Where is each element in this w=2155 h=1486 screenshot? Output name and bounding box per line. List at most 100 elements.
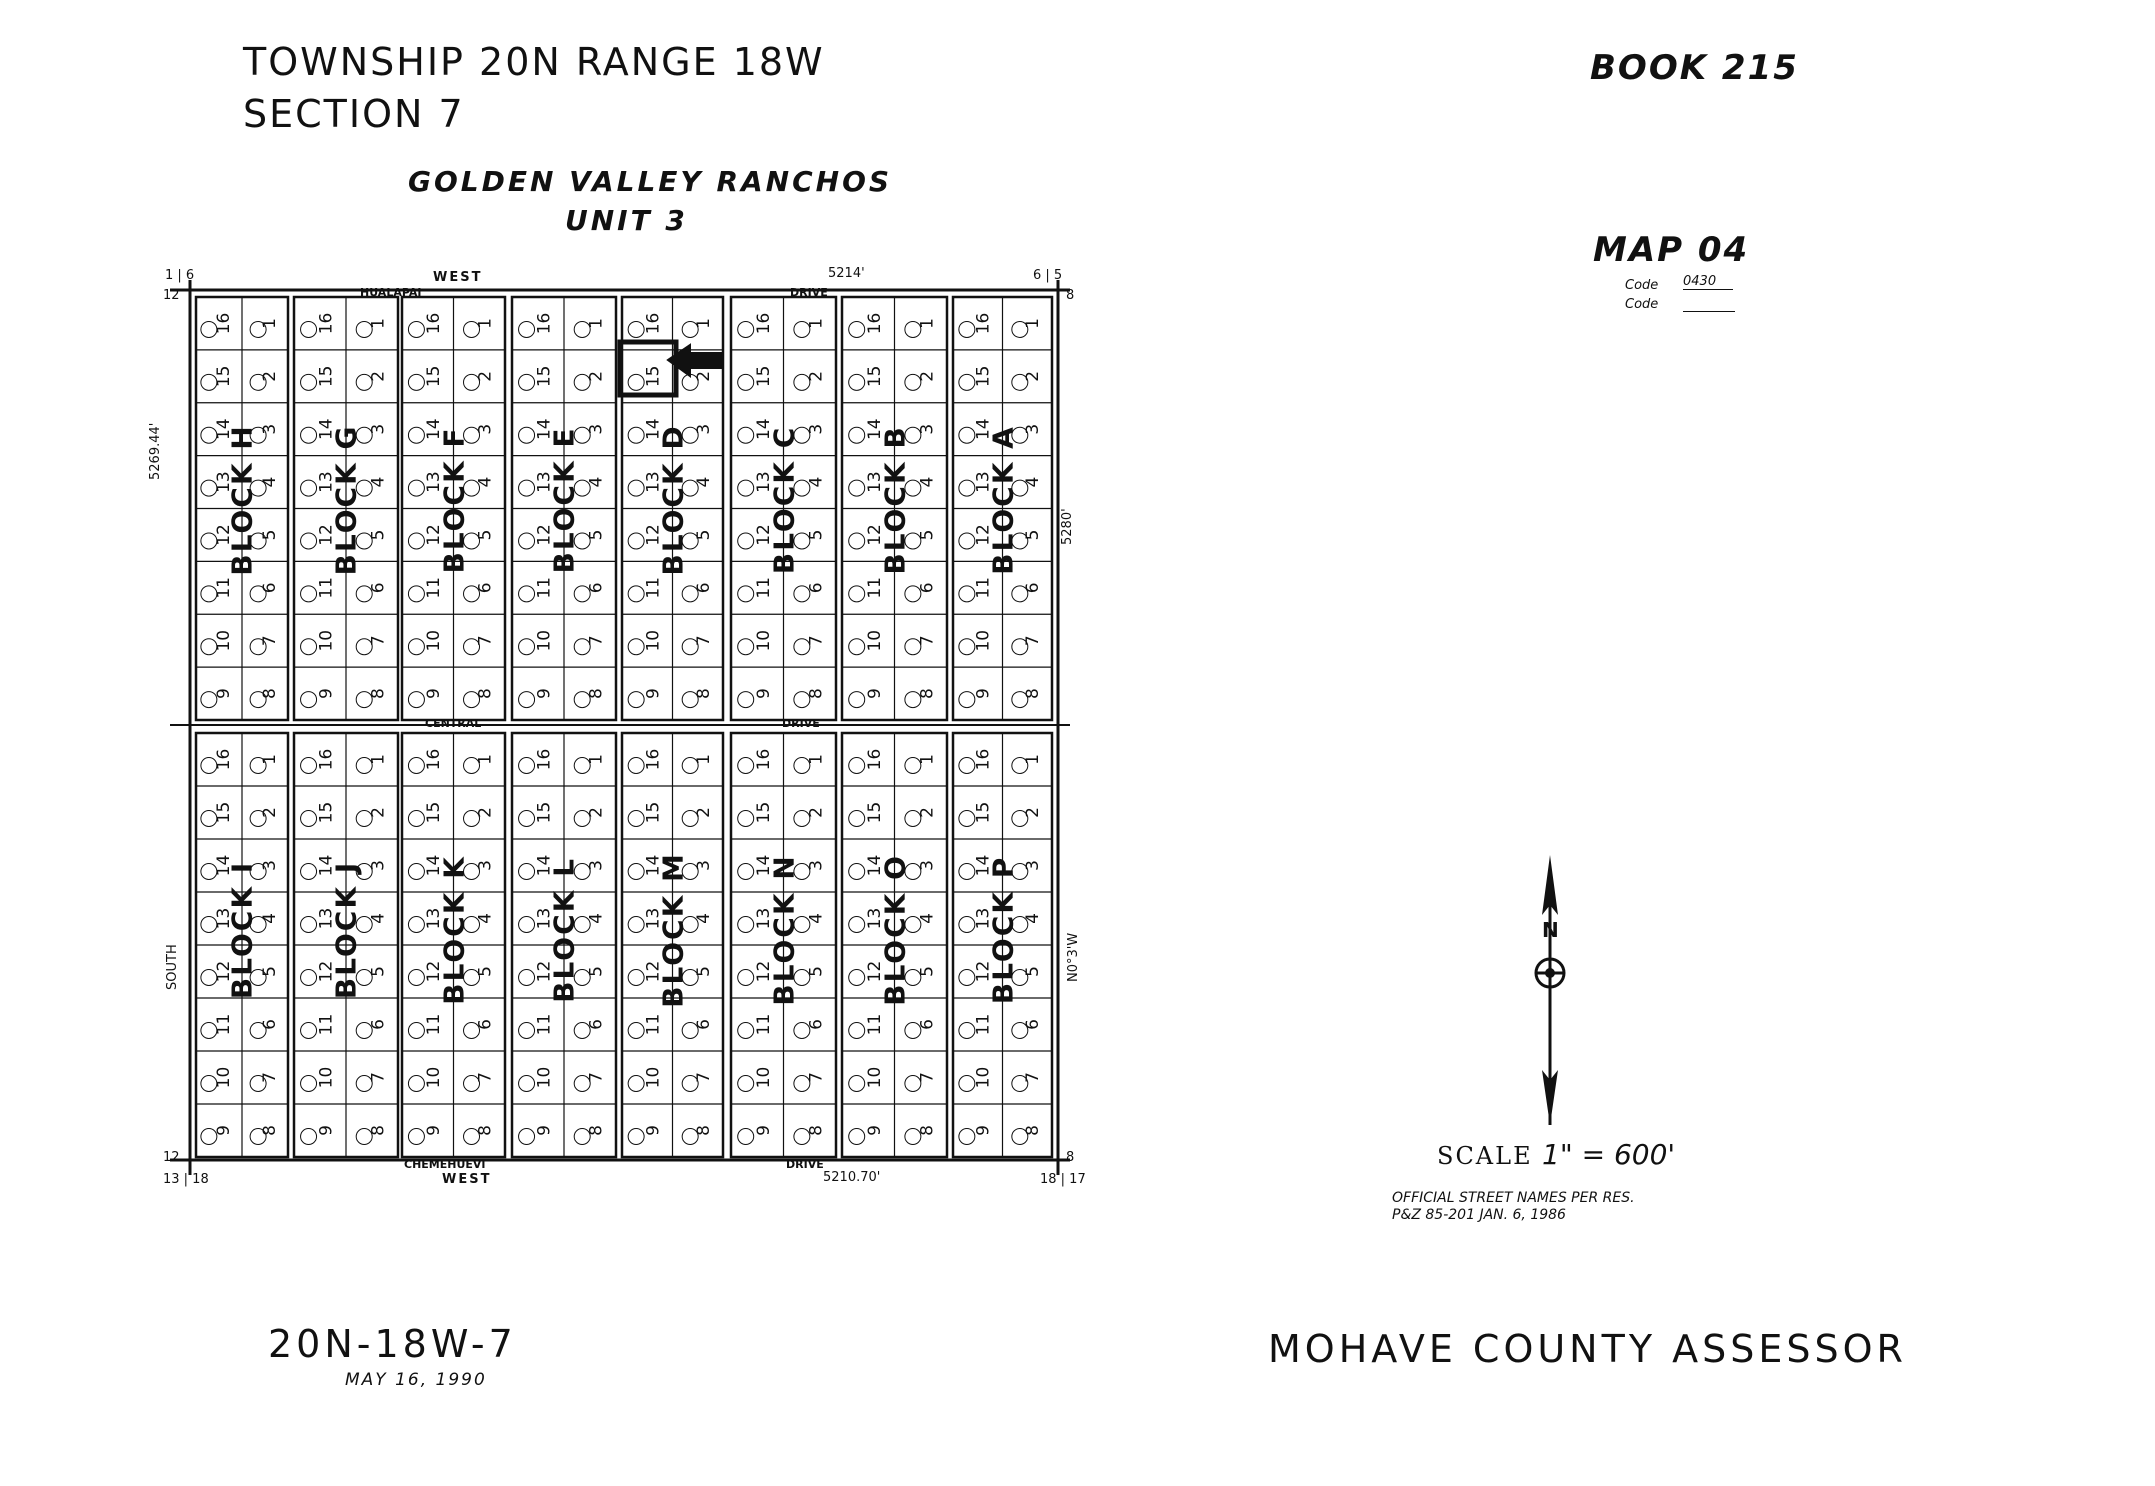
lot-number: 14 <box>974 418 994 440</box>
right-dimension: 5280' <box>1060 508 1075 545</box>
lot-number: 11 <box>316 1014 336 1036</box>
parcel-circle <box>904 426 922 444</box>
parcel-circle <box>627 757 645 774</box>
lot-number: 10 <box>643 1067 663 1089</box>
parcel-circle <box>249 426 267 444</box>
lot-number: 7 <box>586 635 606 646</box>
lot-number: 14 <box>643 855 663 877</box>
section-title: SECTION 7 <box>243 92 465 136</box>
parcel-circle <box>463 1022 481 1039</box>
lot-number: 13 <box>534 471 554 493</box>
lot-number: 10 <box>534 1067 554 1089</box>
parcel-circle <box>300 863 318 880</box>
parcel-circle <box>848 863 866 880</box>
lot-number: 11 <box>424 577 444 599</box>
mid-street-central: CENTRAL <box>425 717 482 730</box>
lot-number: 16 <box>214 749 234 771</box>
parcel-circle <box>848 532 866 550</box>
parcel-circle <box>848 916 866 933</box>
lot-number: 1 <box>806 754 826 765</box>
lot-number: 4 <box>586 913 606 924</box>
parcel-circle <box>793 426 811 444</box>
lot-number: 3 <box>806 860 826 871</box>
parcel-circle <box>200 585 218 603</box>
parcel-circle <box>958 691 976 709</box>
top-street-west: WEST <box>433 270 483 285</box>
lot-number: 7 <box>694 635 714 646</box>
parcel-circle <box>518 1128 536 1145</box>
parcel-circle <box>518 757 536 774</box>
lot-number: 4 <box>1023 913 1043 924</box>
parcel-circle <box>407 863 425 880</box>
lot-number: 14 <box>865 855 885 877</box>
lot-number: 16 <box>424 749 444 771</box>
lot-number: 6 <box>476 1019 496 1030</box>
parcel-circle <box>1011 757 1029 774</box>
lot-number: 12 <box>865 961 885 983</box>
lot-number: 9 <box>534 1125 554 1136</box>
parcel-circle <box>200 320 218 338</box>
parcel-circle <box>904 585 922 603</box>
lot-number: 11 <box>865 577 885 599</box>
parcel-circle <box>407 691 425 709</box>
parcel-circle <box>681 810 699 827</box>
block-label: BLOCK O <box>878 854 911 1006</box>
lot-number: 10 <box>424 1067 444 1089</box>
parcel-circle <box>848 373 866 391</box>
lot-number: 3 <box>917 424 937 435</box>
parcel-circle <box>848 757 866 774</box>
parcel-circle <box>463 810 481 827</box>
parcel-circle <box>200 969 218 986</box>
parcel-circle <box>249 863 267 880</box>
parcel-circle <box>793 757 811 774</box>
lot-number: 9 <box>316 1125 336 1136</box>
lot-number: 12 <box>643 524 663 546</box>
lot-number: 4 <box>694 477 714 488</box>
lot-number: 11 <box>214 1014 234 1036</box>
block-label: BLOCK L <box>547 857 581 1003</box>
highlight-arrow-icon <box>666 343 723 378</box>
lot-number: 6 <box>1023 582 1043 593</box>
lot-number: 3 <box>368 860 388 871</box>
parcel-circle <box>681 320 699 338</box>
lot-number: 2 <box>368 807 388 818</box>
block-label: BLOCK C <box>767 425 800 575</box>
lot-number: 6 <box>1023 1019 1043 1030</box>
lot-number: 6 <box>260 582 280 593</box>
parcel-circle <box>407 757 425 774</box>
lot-number: 16 <box>754 749 774 771</box>
lot-number: 14 <box>754 418 774 440</box>
parcel-circle <box>573 373 591 391</box>
parcel-circle <box>737 1128 755 1145</box>
lot-number: 1 <box>368 754 388 765</box>
lot-number: 15 <box>316 802 336 824</box>
lot-number: 5 <box>694 530 714 541</box>
lot-number: 6 <box>260 1019 280 1030</box>
parcel-circle <box>904 532 922 550</box>
lot-number: 16 <box>643 313 663 335</box>
lot-number: 8 <box>260 1125 280 1136</box>
parcel-circle <box>627 1128 645 1145</box>
lot-number: 9 <box>424 688 444 699</box>
parcel-circle <box>300 916 318 933</box>
lot-number: 1 <box>694 318 714 329</box>
lot-number: 16 <box>214 313 234 335</box>
parcel-circle <box>407 969 425 986</box>
parcel-circle <box>249 585 267 603</box>
lot-number: 13 <box>214 471 234 493</box>
parcel-circle <box>627 916 645 933</box>
parcel-circle <box>793 810 811 827</box>
lot-number: 10 <box>534 630 554 652</box>
lot-number: 4 <box>260 477 280 488</box>
lot-number: 4 <box>806 913 826 924</box>
lot-number: 4 <box>476 477 496 488</box>
parcel-circle <box>1011 810 1029 827</box>
top-street-drive: DRIVE <box>790 286 828 299</box>
lot-number: 15 <box>865 802 885 824</box>
parcel-circle <box>737 479 755 497</box>
parcel-circle <box>300 810 318 827</box>
lot-number: 5 <box>368 966 388 977</box>
parcel-circle <box>737 426 755 444</box>
lot-number: 3 <box>1023 860 1043 871</box>
parcel-circle <box>848 585 866 603</box>
